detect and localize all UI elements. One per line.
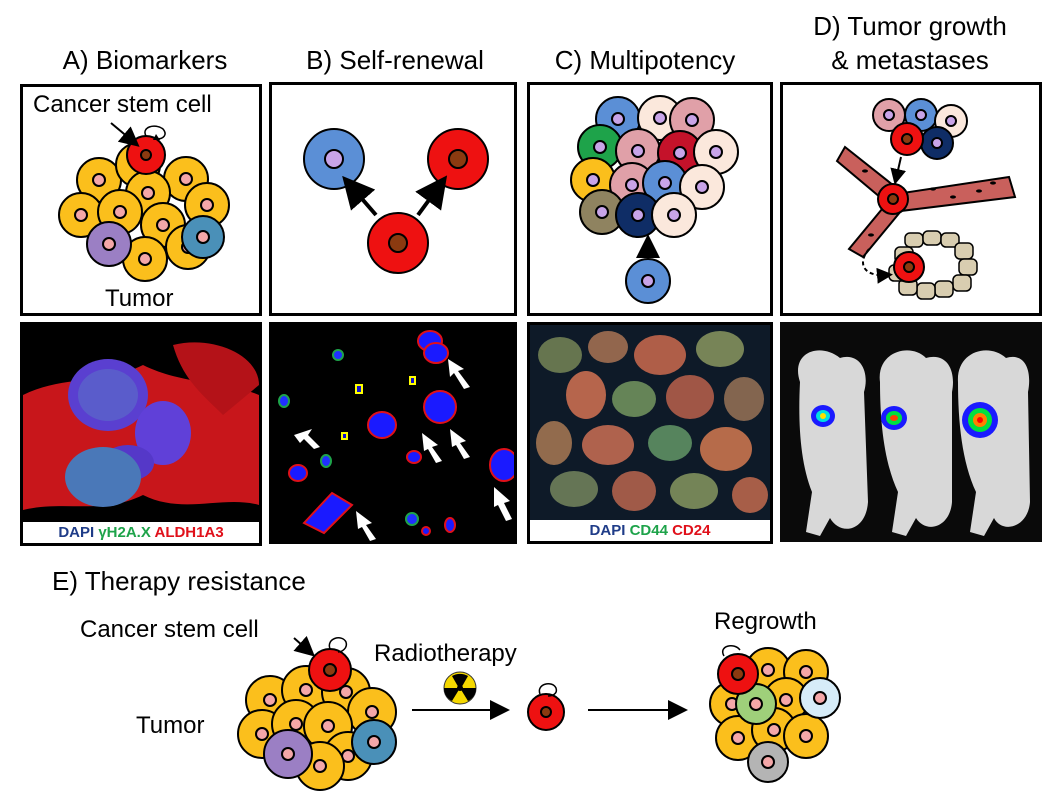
micrograph-a-image [23,325,259,543]
micrograph-c-image [530,325,770,541]
legend-c: DAPI CD44 CD24 [530,520,770,541]
legend-c-cd24: CD24 [672,522,711,539]
tumor-regrowth [709,647,841,783]
cancer-stem-cell-label-e: Cancer stem cell [80,616,259,643]
radiation-icon [443,671,477,705]
mouse-imaging-image [780,322,1042,542]
legend-c-cd44: CD44 [629,522,668,539]
legend-c-dapi: DAPI [589,522,626,539]
panel-d-title-line1: D) Tumor growth [813,11,1007,41]
panel-a-title: A) Biomarkers [62,45,228,75]
panel-a-diagram: Cancer stem cell Tumor [20,84,262,316]
tumor-initial [237,648,397,791]
surviving-csc [527,693,565,731]
panel-b-diagram [269,82,517,316]
panel-c-title: C) Multipotency [554,45,736,75]
panel-d-title-line2: & metastases [831,45,989,75]
bioluminescence-signals [811,402,998,438]
radiotherapy-label: Radiotherapy [374,640,517,667]
panel-d-diagram [780,82,1042,316]
panel-b-title: B) Self-renewal [306,45,484,75]
multipotency-diagram [570,95,739,304]
metastases-diagram [835,98,1017,300]
legend-a-aldh1a3: ALDH1A3 [154,524,224,541]
legend-a-dapi: DAPI [58,524,95,541]
tumor-label-e: Tumor [136,712,205,739]
micrograph-b-image [272,325,514,541]
panel-a-micrograph: DAPI γH2A.X ALDH1A3 [20,322,262,546]
panel-b-micrograph [269,322,517,544]
panel-d-imaging [780,322,1042,542]
panel-c-micrograph: DAPI CD44 CD24 [527,322,773,544]
cancer-stem-cell-label-a: Cancer stem cell [33,91,212,118]
regrowth-label: Regrowth [714,608,817,635]
legend-a-gh2ax: γH2A.X [98,524,151,541]
blood-vessel [835,145,1017,259]
legend-a: DAPI γH2A.X ALDH1A3 [23,522,259,543]
panel-c-diagram [527,82,773,316]
self-renewal-diagram [303,128,489,274]
tumor-diagram-a [58,122,230,282]
panel-e-title: E) Therapy resistance [52,566,306,596]
tumor-label-a: Tumor [105,285,174,312]
